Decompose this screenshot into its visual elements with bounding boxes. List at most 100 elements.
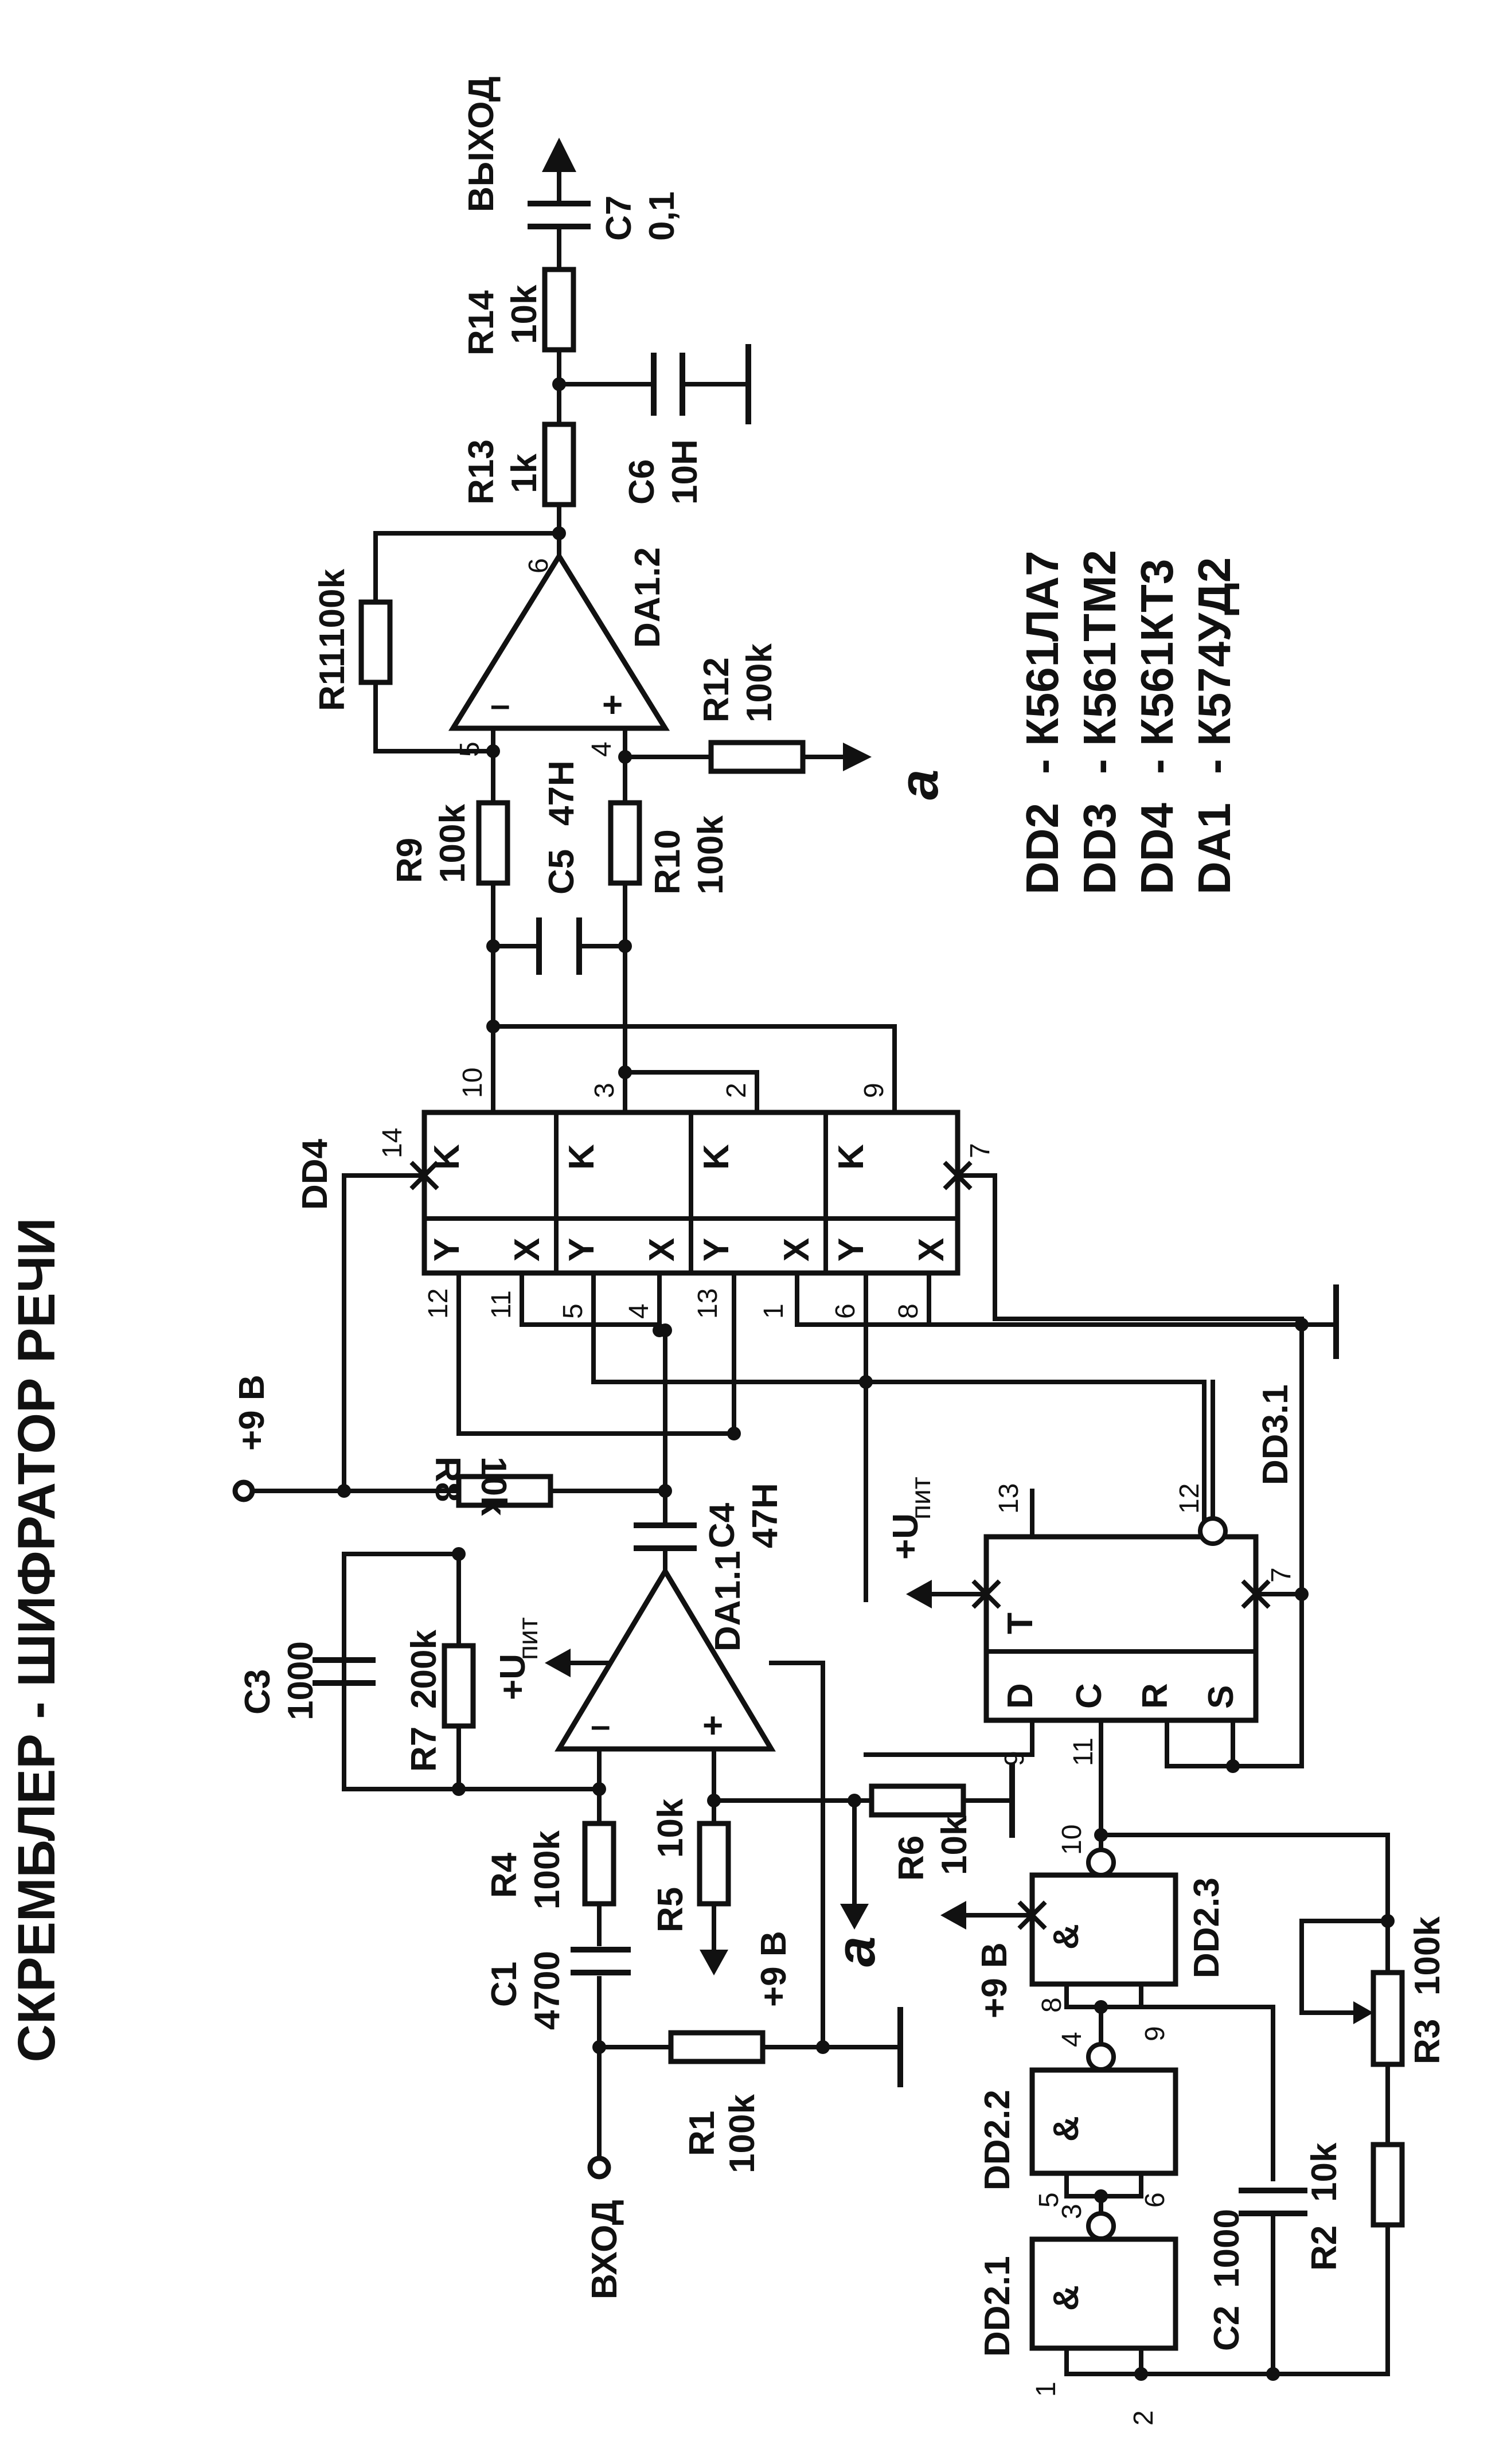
- dd4-pin6: 6: [830, 1303, 861, 1319]
- dd4-pin5: 5: [558, 1303, 588, 1319]
- r14-value: 10k: [505, 284, 544, 344]
- dd3-label: DD3.1: [1256, 1384, 1295, 1485]
- dd4-k3: K: [697, 1144, 736, 1170]
- dd2-supply-arrow-icon: [940, 1901, 966, 1930]
- dd4-k4: K: [831, 1144, 871, 1170]
- r2-name: R2: [1305, 2225, 1344, 2271]
- dd4-bottom-wires: [456, 1271, 1304, 1602]
- legend: DD2 - К561ЛА7 DD3 - К561ТМ2 DD4 - К561КТ…: [1017, 550, 1240, 895]
- svg-text:+U: +U: [886, 1513, 926, 1560]
- dd4-x2: X: [642, 1238, 682, 1262]
- legend-part-dd2: - К561ЛА7: [1017, 550, 1068, 774]
- dd3-1-block: DD3.1 T D C R S: [983, 1384, 1295, 1723]
- input-label: ВХОД: [585, 2200, 624, 2299]
- dd3-inverted-output-icon: [1198, 1516, 1228, 1546]
- r12-value: 100k: [740, 643, 779, 723]
- dd2-2-label: DD2.2: [978, 2090, 1017, 2190]
- input-terminal: ВХОД: [585, 2155, 624, 2299]
- c7-capacitor: [528, 201, 591, 229]
- dd3-pin13: 13: [994, 1483, 1024, 1514]
- dd3-t: T: [1001, 1612, 1040, 1634]
- r3-name: R3: [1408, 2019, 1447, 2064]
- supply-top-label: +9 В: [232, 1374, 272, 1451]
- c1-value: 4700: [528, 1951, 567, 2030]
- dd3-output-wires: [1030, 1380, 1215, 1539]
- r9-value: 100k: [433, 804, 473, 883]
- dd4-top-wires: [491, 1024, 897, 1115]
- svg-text:пит: пит: [513, 1617, 544, 1660]
- r11-wires: [373, 531, 561, 753]
- da1-1-label: DA1.1: [708, 1551, 748, 1651]
- dd3-c: C: [1069, 1683, 1109, 1709]
- dd4-pin3: 3: [589, 1083, 620, 1098]
- junction: [1381, 1914, 1395, 1928]
- r11-value: 100k: [313, 569, 352, 648]
- da12-pin6: 6: [524, 558, 554, 573]
- r8-resistor: [456, 1474, 553, 1508]
- dd4-x4: X: [912, 1238, 951, 1262]
- da12-pin4: 4: [587, 741, 617, 757]
- c4-name: C4: [702, 1502, 742, 1548]
- node-a-arrow-right-icon: [843, 743, 872, 771]
- dd3-pin7: 7: [1266, 1567, 1297, 1583]
- junction: [653, 1323, 666, 1337]
- r13-name: R13: [462, 439, 501, 505]
- c1-name: C1: [485, 1962, 524, 2007]
- c6-capacitor: [651, 353, 685, 416]
- r1-name: R1: [682, 2111, 722, 2156]
- dd4-pin14: 14: [377, 1128, 408, 1158]
- c5-label: C5: [542, 849, 581, 895]
- da1-2-minus: –: [490, 685, 510, 725]
- junction: [1226, 1759, 1240, 1773]
- schematic-title: СКРЕМБЛЕР - ШИФРАТОР РЕЧИ: [7, 1218, 66, 2063]
- c7-value: 0,1: [642, 192, 682, 241]
- r14-name: R14: [462, 290, 501, 356]
- junction: [1134, 2367, 1148, 2381]
- dd4-k2: K: [562, 1144, 602, 1170]
- r5-supply-label: +9 В: [754, 1931, 794, 2007]
- dd2-pin8: 8: [1037, 1997, 1067, 2013]
- r10-name: R10: [648, 829, 688, 895]
- dd4-supply-wire: [342, 1173, 427, 1493]
- dd2-1-gate: [1029, 2236, 1178, 2351]
- supply-top-terminal: [232, 1479, 255, 1502]
- c2-value: 1000: [1207, 2209, 1247, 2288]
- c3-value: 1000: [281, 1641, 321, 1720]
- junction: [859, 1375, 873, 1389]
- r7-value: 200k: [404, 1630, 444, 1709]
- da1-1-plus: +: [702, 1706, 723, 1746]
- dd4-pin11: 11: [486, 1290, 517, 1319]
- dd3-d: D: [1001, 1683, 1040, 1709]
- c6-name: C6: [622, 459, 662, 505]
- svg-text:+U: +U: [493, 1654, 533, 1700]
- dd4-pin8: 8: [893, 1303, 924, 1319]
- node-a-arrow-icon: [840, 1904, 869, 1930]
- r11-name: R11: [313, 648, 352, 711]
- dd2-pin6: 6: [1140, 2192, 1170, 2208]
- dd3-pin9: 9: [999, 1751, 1030, 1766]
- r3-wiper-arrow-icon: [1353, 2001, 1373, 2024]
- dd3-bottom-wires: [864, 1592, 1304, 1809]
- dd4-y1: Y: [427, 1238, 467, 1262]
- dd2-3-inverted-output-icon: [1086, 1848, 1116, 1877]
- output-arrow-icon: [542, 138, 576, 172]
- c5-capacitor: [536, 917, 582, 975]
- output-label: ВЫХОД: [462, 76, 501, 212]
- dd4-pin12: 12: [423, 1288, 454, 1319]
- dd2-2-gate: [1029, 2067, 1178, 2176]
- r3-value: 100k: [1408, 1916, 1447, 1996]
- dd2-3-symbol: &: [1047, 1924, 1086, 1950]
- dd4-y3: Y: [697, 1238, 736, 1262]
- r9-r10-upper-wires: [491, 749, 627, 805]
- r1-return-wire: [769, 1661, 825, 2049]
- r5-name: R5: [651, 1887, 690, 1932]
- dd4-pin10: 10: [458, 1068, 488, 1098]
- dd3-pin11: 11: [1068, 1737, 1099, 1766]
- dd4-y2: Y: [562, 1238, 602, 1262]
- dd2-pin3: 3: [1057, 2204, 1087, 2219]
- dd3-s: S: [1201, 1685, 1241, 1709]
- r3-potentiometer: [1371, 1970, 1405, 2067]
- r10-resistor: [608, 800, 642, 886]
- legend-ref-dd4: DD4: [1131, 802, 1182, 895]
- dd4-label: DD4: [295, 1138, 335, 1210]
